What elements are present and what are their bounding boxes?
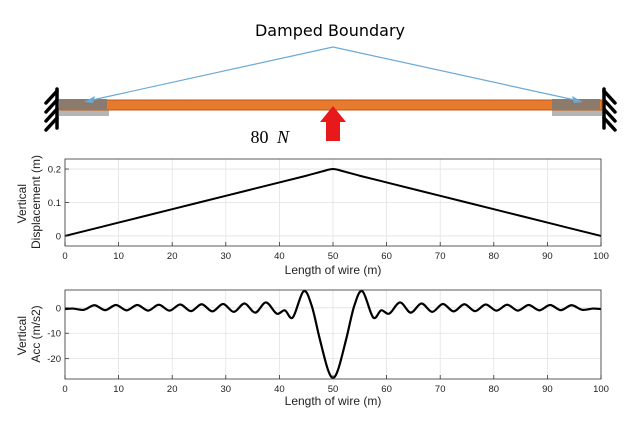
x-tick-label: 50 xyxy=(328,251,339,262)
x-tick-label: 0 xyxy=(62,251,67,262)
acceleration-y-label-line1: Vertical xyxy=(15,316,29,355)
left-damper xyxy=(59,99,107,110)
x-tick-label: 100 xyxy=(593,251,609,262)
x-tick-label: 10 xyxy=(113,251,124,262)
x-tick-label: 10 xyxy=(113,384,124,395)
x-tick-label: 60 xyxy=(381,384,392,395)
displacement-y-axis-label: Vertical Displacement (m) xyxy=(15,155,43,249)
x-tick-label: 30 xyxy=(221,384,232,395)
x-tick-label: 80 xyxy=(489,251,500,262)
x-tick-label: 70 xyxy=(435,384,446,395)
displacement-chart: 0 10 20 30 40 50 60 70 80 90 100 0 0.1 0.2 Length of… xyxy=(15,155,609,277)
x-tick-label: 20 xyxy=(167,384,178,395)
x-tick-label: 90 xyxy=(542,384,553,395)
x-tick-label: 60 xyxy=(381,251,392,262)
acceleration-x-ticks: 0 10 20 30 40 50 60 70 80 90 100 xyxy=(62,375,609,395)
acceleration-y-label-line2: Acc (m/s2) xyxy=(29,305,43,362)
x-tick-label: 40 xyxy=(274,251,285,262)
force-value: 80 xyxy=(250,127,268,147)
displacement-x-ticks: 0 10 20 30 40 50 60 70 80 90 100 xyxy=(62,242,609,262)
acceleration-chart: 0 10 20 30 40 50 60 70 80 90 100 0 -10 -20 Length of… xyxy=(15,289,609,408)
acceleration-y-axis-label: Vertical Acc (m/s2) xyxy=(15,305,43,362)
displacement-y-label-line2: Displacement (m) xyxy=(29,155,43,249)
boundary-pointer-lines xyxy=(91,46,576,101)
x-tick-label: 50 xyxy=(328,384,339,395)
y-tick-label: 0.1 xyxy=(48,198,61,209)
left-support-icon xyxy=(44,87,59,132)
displacement-y-label-line1: Vertical xyxy=(15,184,29,223)
acceleration-y-ticks: 0 -10 -20 xyxy=(47,303,69,365)
displacement-x-axis-label: Length of wire (m) xyxy=(285,263,382,277)
y-tick-label: 0.2 xyxy=(48,165,61,176)
x-tick-label: 100 xyxy=(593,384,609,395)
y-tick-label: -10 xyxy=(47,329,61,340)
y-tick-label: 0 xyxy=(56,303,61,314)
y-tick-label: 0 xyxy=(56,231,61,242)
left-pointer-arrowhead xyxy=(84,96,95,103)
x-tick-label: 70 xyxy=(435,251,446,262)
displacement-curve xyxy=(64,168,602,237)
acceleration-x-axis-label: Length of wire (m) xyxy=(285,394,382,408)
x-tick-label: 80 xyxy=(489,384,500,395)
load-arrow-icon xyxy=(320,106,346,141)
displacement-y-ticks: 0 0.1 0.2 xyxy=(48,165,69,242)
x-tick-label: 20 xyxy=(167,251,178,262)
y-tick-label: -20 xyxy=(47,354,61,365)
force-label: 80 N xyxy=(250,127,290,147)
x-tick-label: 30 xyxy=(221,251,232,262)
x-tick-label: 40 xyxy=(274,384,285,395)
right-pointer-arrowhead xyxy=(572,96,583,103)
right-damper xyxy=(552,99,600,110)
right-support-icon xyxy=(602,87,617,132)
force-unit: N xyxy=(276,127,290,147)
diagram-title: Damped Boundary xyxy=(255,21,405,40)
x-tick-label: 90 xyxy=(542,251,553,262)
x-tick-label: 0 xyxy=(62,384,67,395)
